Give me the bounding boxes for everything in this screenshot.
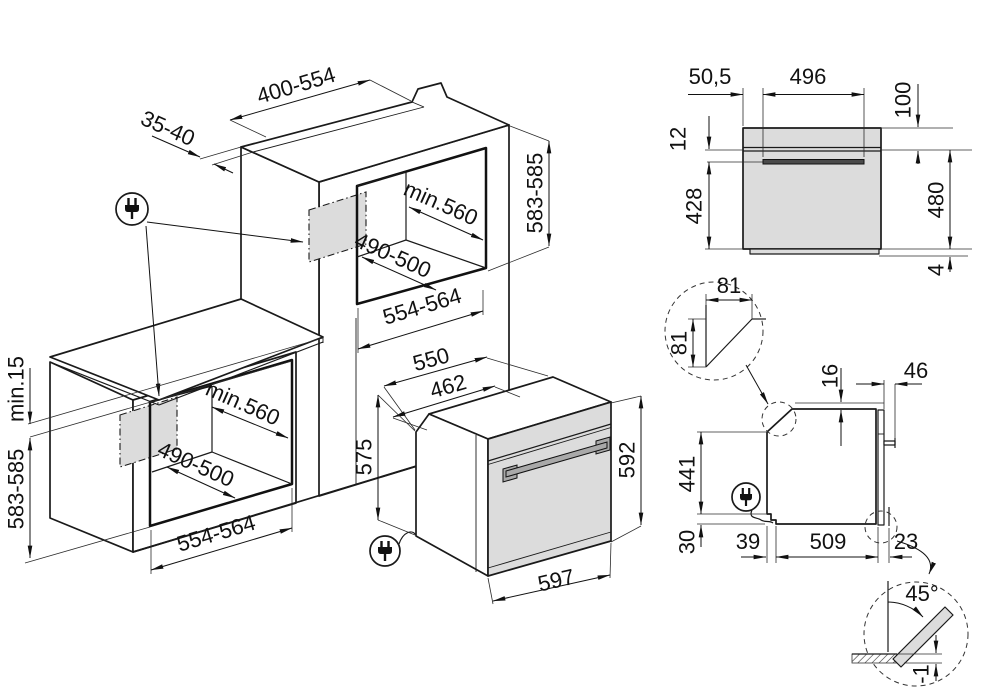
dim-side-bottom-clearance: 30	[675, 530, 700, 554]
side-power-plug-icon	[731, 482, 774, 524]
socket-zone-upper	[309, 192, 366, 262]
angled-plinth	[892, 606, 954, 668]
socket-leader-arrows	[145, 221, 304, 397]
dim-rear-height-lower: 428	[682, 188, 707, 225]
side-view-dimensions: 16 46 441 30 39 509 23	[675, 358, 928, 563]
side-body	[766, 408, 877, 525]
dim-plinth-overlap: -1	[909, 664, 934, 684]
dim-plinth-angle: 45°	[905, 581, 938, 606]
socket-zone-lower	[120, 397, 177, 467]
oven-front-face	[487, 401, 612, 577]
dim-side-top-clearance: 16	[818, 364, 843, 388]
rear-base-strip	[749, 248, 880, 255]
dim-column-rear-trim: 35-40	[137, 105, 199, 151]
dim-side-front-clearance: 46	[904, 358, 928, 383]
dim-side-rear-height: 441	[675, 456, 700, 493]
column-top-face	[240, 82, 510, 183]
power-cord	[398, 531, 417, 545]
dim-base-niche-height: 583-585	[4, 449, 29, 530]
side-power-cord	[750, 509, 774, 524]
cabinet-scene: 400-554 35-40 min.560 490-500 554-564 58…	[4, 62, 552, 574]
dim-rear-top-offset: 100	[891, 82, 916, 119]
rear-view: 50,5 496 100 12 428 480 4	[666, 64, 972, 276]
dim-rear-bracket-drop: 12	[666, 127, 691, 151]
dim-column-niche-height: 583-585	[523, 153, 548, 234]
dim-side-bottom-depth: 509	[810, 529, 847, 554]
dim-chamfer-width: 81	[717, 273, 741, 298]
plinth-detail-circle	[863, 581, 969, 687]
dim-oven-height-body: 575	[352, 439, 377, 476]
dim-chamfer-height: 81	[667, 331, 692, 355]
dim-side-bottom-rear: 39	[736, 529, 760, 554]
rear-body	[742, 127, 882, 250]
chamfer-detail-circle	[664, 281, 764, 381]
mounting-bracket	[762, 159, 865, 165]
dim-oven-height-front: 592	[615, 442, 640, 479]
oven-door-handle	[502, 436, 611, 483]
dim-rear-offset-left: 50,5	[689, 64, 732, 89]
rear-view-dimensions: 50,5 496 100 12 428 480 4	[666, 64, 972, 276]
side-trim-bracket	[883, 440, 896, 446]
floor-hatch	[851, 653, 898, 664]
side-view: 16 46 441 30 39 509 23	[664, 273, 969, 687]
plinth-detail: 45° -1	[851, 510, 969, 687]
chamfer-detail: 81 81	[664, 273, 797, 437]
column-niche-interior	[356, 171, 487, 269]
dim-worktop-gap: min.15	[4, 356, 29, 422]
dim-rear-height-total: 480	[924, 182, 949, 219]
dim-oven-width-front: 597	[535, 564, 576, 597]
dim-rear-bracket-width: 496	[790, 64, 827, 89]
oven-left-side	[415, 413, 489, 577]
chamfer-marker-circle	[761, 401, 797, 437]
side-front-frame	[877, 409, 885, 526]
oven-power-plug-icon	[369, 531, 417, 567]
power-plug-icon	[115, 192, 149, 226]
worktop	[49, 298, 324, 406]
base-unit	[49, 351, 510, 553]
dim-rear-base-height: 4	[924, 264, 949, 276]
plinth-marker-circle	[864, 510, 898, 544]
